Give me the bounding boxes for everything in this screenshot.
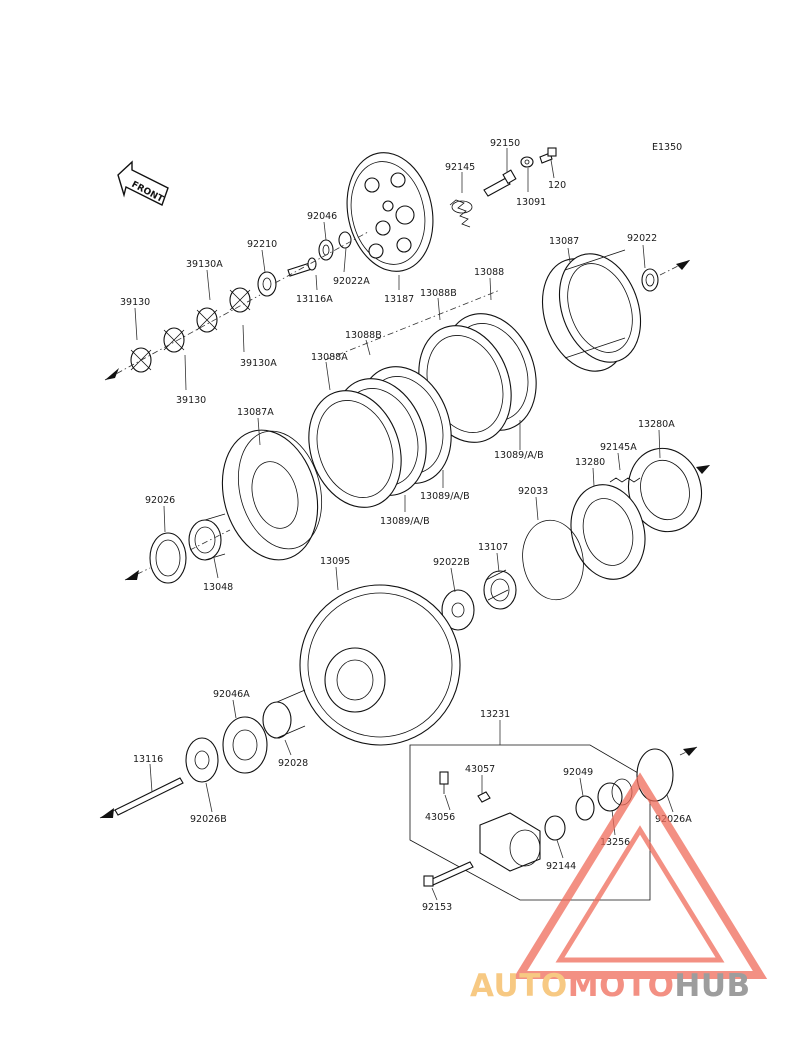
bolt-92150 bbox=[483, 169, 517, 197]
label-92046: 92046 bbox=[307, 211, 337, 222]
bearing-92022 bbox=[641, 268, 659, 292]
bleeder-43056 bbox=[439, 771, 449, 794]
label-13116: 13116 bbox=[133, 754, 163, 765]
clutch-basket-13087 bbox=[541, 249, 642, 372]
bearing-92046 bbox=[318, 239, 334, 261]
label-13095: 13095 bbox=[320, 556, 350, 567]
sleeve-13048 bbox=[188, 513, 226, 561]
label-92028: 92028 bbox=[278, 758, 308, 769]
watermark-text: AUTOMOTOHUB bbox=[470, 968, 751, 1004]
label-92145: 92145 bbox=[445, 162, 475, 173]
label-13088B-1: 13088B bbox=[420, 288, 457, 299]
washer-92026 bbox=[149, 532, 187, 584]
watermark-logo: AUTOMOTOHUB bbox=[470, 772, 768, 1004]
diagram-code: E1350 bbox=[652, 142, 682, 153]
label-92210: 92210 bbox=[247, 239, 277, 250]
label-92022: 92022 bbox=[627, 233, 657, 244]
label-13107: 13107 bbox=[478, 542, 508, 553]
label-13280A: 13280A bbox=[638, 419, 675, 430]
label-13091: 13091 bbox=[516, 197, 546, 208]
label-13256: 13256 bbox=[600, 837, 630, 848]
arrow-left-top-icon bbox=[105, 368, 119, 380]
label-13087A: 13087A bbox=[237, 407, 274, 418]
label-92145A: 92145A bbox=[600, 442, 637, 453]
label-13088: 13088 bbox=[474, 267, 504, 278]
washer-92026B bbox=[185, 737, 219, 783]
label-13087: 13087 bbox=[549, 236, 579, 247]
label-43056: 43056 bbox=[425, 812, 455, 823]
label-13048: 13048 bbox=[203, 582, 233, 593]
leader-lines bbox=[134, 148, 674, 901]
label-92049: 92049 bbox=[563, 767, 593, 778]
label-13088B-2: 13088B bbox=[345, 330, 382, 341]
arrow-left-bot-icon bbox=[100, 808, 114, 818]
label-92026A: 92026A bbox=[655, 814, 692, 825]
label-39130-bot: 39130 bbox=[176, 395, 206, 406]
watermark-triangle-icon bbox=[512, 772, 768, 979]
label-92022A: 92022A bbox=[333, 276, 370, 287]
label-92046A: 92046A bbox=[213, 689, 250, 700]
label-13089-3: 13089/A/B bbox=[380, 516, 430, 527]
bolt-92153 bbox=[423, 861, 474, 887]
bolt-120 bbox=[539, 147, 557, 164]
label-120: 120 bbox=[548, 180, 566, 191]
seal-92049 bbox=[575, 795, 595, 821]
label-92022B: 92022B bbox=[433, 557, 470, 568]
label-92033: 92033 bbox=[518, 486, 548, 497]
label-39130A-top: 39130A bbox=[186, 259, 223, 270]
label-13187: 13187 bbox=[384, 294, 414, 305]
label-92150: 92150 bbox=[490, 138, 520, 149]
label-92153: 92153 bbox=[422, 902, 452, 913]
wire-ring-92033 bbox=[522, 519, 584, 601]
label-39130A-bot: 39130A bbox=[240, 358, 277, 369]
label-13231: 13231 bbox=[480, 709, 510, 720]
bearing-92210 bbox=[257, 271, 277, 297]
washer-92022A bbox=[338, 231, 352, 249]
arrow-right-top-icon bbox=[676, 260, 690, 270]
washer-92022B bbox=[441, 589, 475, 631]
sleeve-92028 bbox=[262, 689, 306, 739]
label-43057: 43057 bbox=[465, 764, 495, 775]
gasket-92026A bbox=[636, 748, 674, 802]
label-92026B: 92026B bbox=[190, 814, 227, 825]
arrow-right-bot-icon bbox=[683, 747, 697, 756]
needle-bearing-13107 bbox=[483, 569, 517, 610]
friction-plates-stack bbox=[308, 313, 537, 508]
spring-plate-13280 bbox=[570, 484, 646, 580]
spring-92144 bbox=[544, 815, 566, 841]
needle-bearing-92046A bbox=[222, 716, 268, 774]
slave-cylinder-body bbox=[479, 812, 541, 872]
pushrod-13116 bbox=[114, 777, 184, 816]
label-92144: 92144 bbox=[546, 861, 576, 872]
washer-13091 bbox=[520, 156, 534, 168]
pressure-plate-13187 bbox=[346, 152, 434, 272]
arrow-right-mid-icon bbox=[696, 465, 710, 474]
label-13280: 13280 bbox=[575, 457, 605, 468]
label-13089-1: 13089/A/B bbox=[494, 450, 544, 461]
cap-43057 bbox=[477, 791, 491, 803]
label-92026: 92026 bbox=[145, 495, 175, 506]
label-39130-left: 39130 bbox=[120, 297, 150, 308]
spring-92145A bbox=[609, 477, 641, 483]
clutch-hub-13087A bbox=[221, 429, 323, 561]
primary-gear-13095 bbox=[299, 584, 461, 746]
spring-plates-39130 bbox=[130, 287, 251, 373]
arrow-left-mid-icon bbox=[125, 570, 139, 580]
label-13116A: 13116A bbox=[296, 294, 333, 305]
label-13088A: 13088A bbox=[311, 352, 348, 363]
front-arrow-icon: FRONT bbox=[117, 160, 169, 206]
spring-92145 bbox=[449, 199, 473, 228]
label-13089-2: 13089/A/B bbox=[420, 491, 470, 502]
pushrod-13116A bbox=[287, 257, 317, 277]
